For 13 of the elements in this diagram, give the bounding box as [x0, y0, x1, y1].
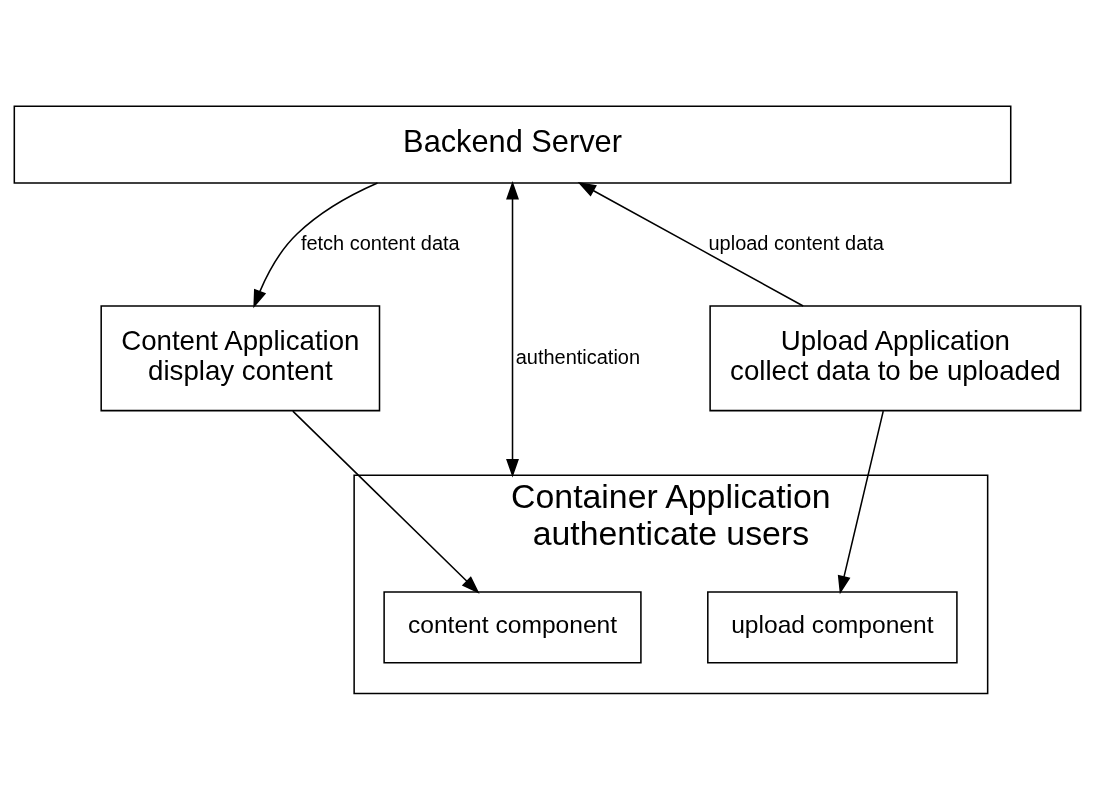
- node-box: Upload Application collect data to be uploaded: [709, 304, 1082, 411]
- edge-label: fetch content data: [300, 231, 460, 254]
- edge-label: upload content data: [708, 231, 884, 254]
- arrow: [253, 181, 379, 308]
- arrow: [506, 180, 519, 478]
- arrow: [292, 409, 480, 594]
- node-box: Backend Server: [13, 104, 1012, 184]
- node-box: Content Application display content: [100, 304, 381, 411]
- arrow: [577, 181, 804, 307]
- node-box: content component: [383, 590, 642, 664]
- node-box: upload component: [707, 590, 958, 664]
- arrow: [837, 409, 884, 594]
- edge-label: authentication: [515, 345, 641, 368]
